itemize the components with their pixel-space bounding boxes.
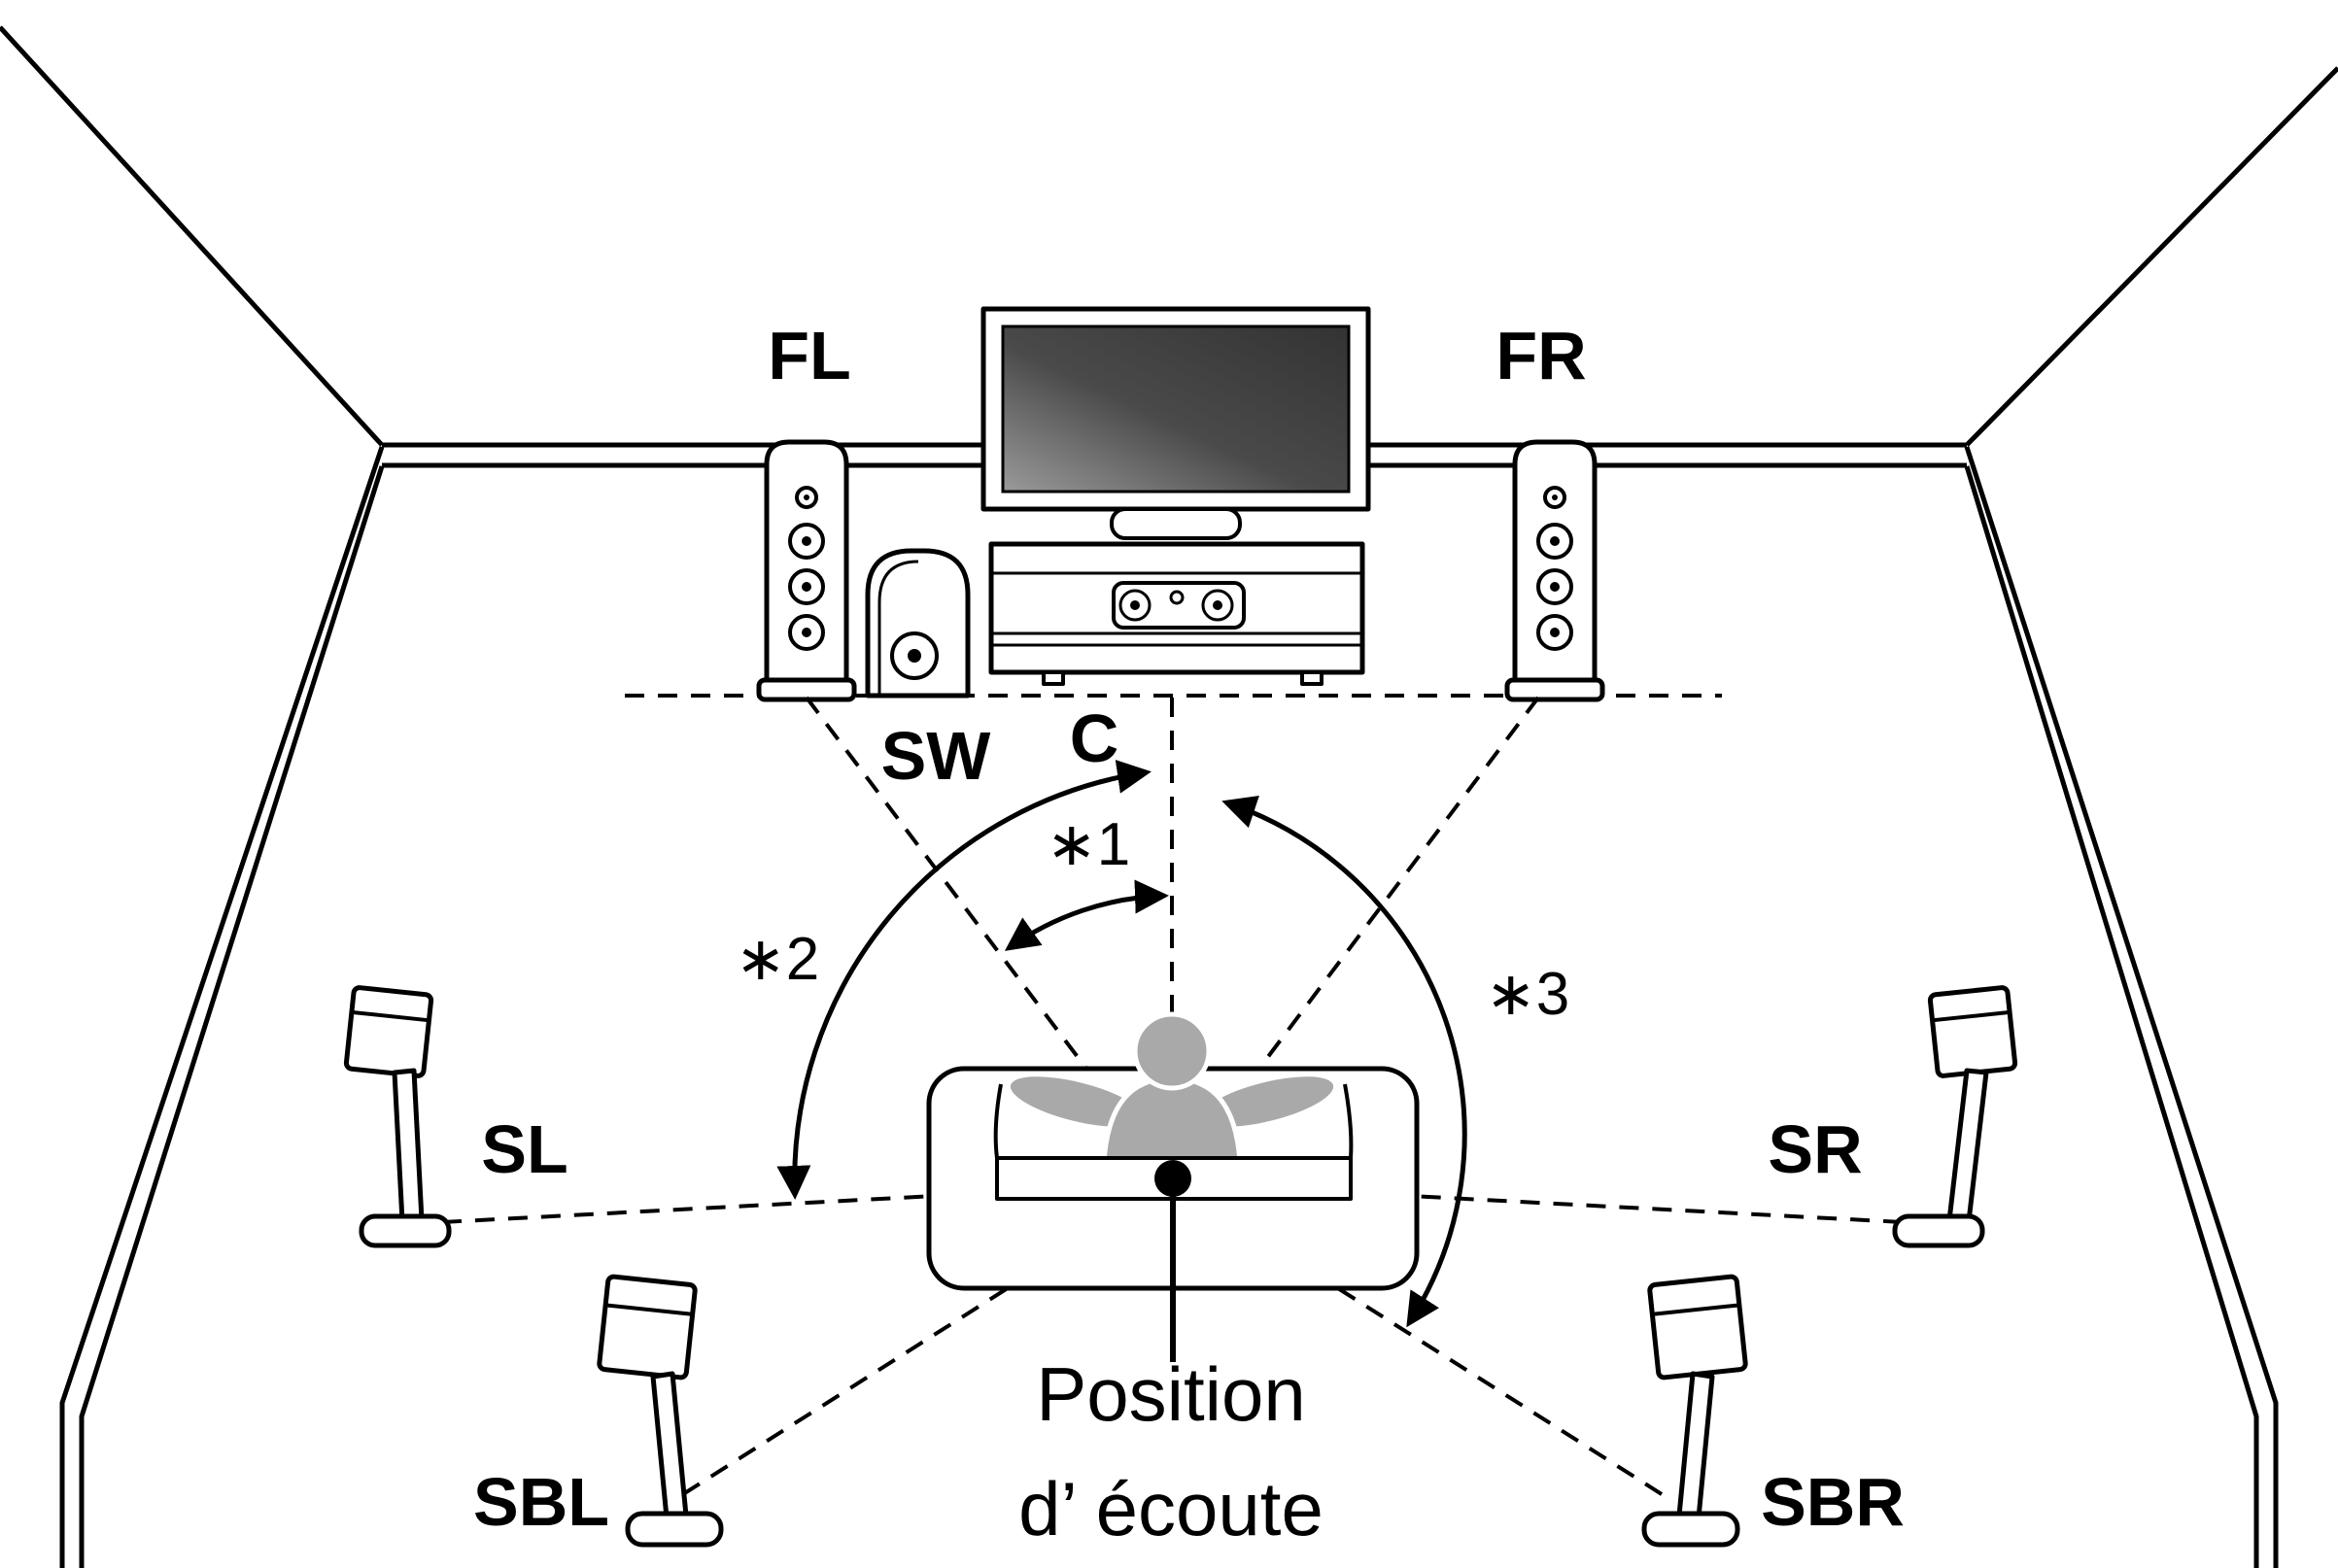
label-front-right: FR — [1496, 318, 1586, 393]
listening-position-label-line2: d’ écoute — [1018, 1466, 1324, 1551]
surround-right-speaker — [1892, 985, 2018, 1248]
person-head — [1132, 1011, 1212, 1091]
person-right-arm — [1200, 1076, 1334, 1127]
tv-pedestal — [1110, 507, 1242, 540]
label-surround-left: SL — [481, 1111, 567, 1187]
surround-left-speaker — [343, 985, 452, 1248]
person-left-arm — [1010, 1076, 1144, 1127]
label-front-left: FL — [768, 318, 851, 393]
tv-cabinet — [988, 541, 1365, 686]
label-subwoofer: SW — [881, 718, 991, 794]
tv-screen — [1001, 324, 1351, 494]
surround-back-right-speaker — [1641, 1274, 1748, 1548]
surround-back-left-speaker — [597, 1274, 724, 1548]
label-surround-right: SR — [1768, 1111, 1862, 1187]
label-surround-back-right: SBR — [1761, 1464, 1905, 1540]
angle-note-3: ∗3 — [1486, 961, 1569, 1028]
front-right-speaker — [1504, 439, 1605, 702]
angle-arcs — [776, 760, 1467, 1328]
labels: FL FR SW C SL SR SBL SBR ∗1 ∗2 ∗3 Positi… — [473, 318, 1905, 1551]
angle-arc-3 — [1221, 796, 1467, 1328]
angle-arc-2 — [776, 760, 1152, 1200]
center-speaker — [1112, 581, 1246, 630]
subwoofer — [865, 548, 971, 699]
listening-position-label-line1: Position — [1036, 1351, 1306, 1437]
front-left-speaker — [756, 439, 857, 702]
sofa — [926, 1011, 1420, 1362]
label-surround-back-left: SBL — [473, 1464, 609, 1540]
person — [1010, 1011, 1334, 1165]
angle-arc-1 — [1004, 879, 1169, 951]
angle-note-1: ∗1 — [1047, 811, 1130, 878]
label-center: C — [1070, 700, 1119, 776]
angle-note-2: ∗2 — [736, 926, 819, 993]
tv — [980, 306, 1371, 540]
